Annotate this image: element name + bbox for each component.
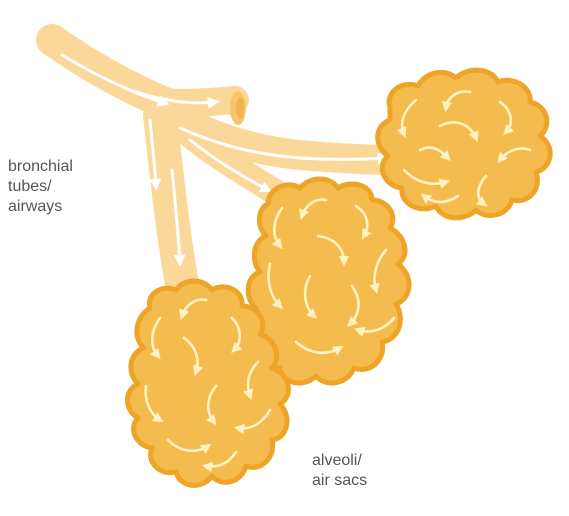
alveoli-cluster-top-right [378, 70, 550, 218]
bronchial-tubes-label-line-3: airways [8, 197, 73, 217]
tube-opening-inner [236, 97, 244, 119]
bronchial-tubes-label: bronchial tubes/ airways [8, 157, 73, 217]
alveoli-label-line-2: air sacs [312, 471, 367, 491]
alveoli-label: alveoli/ air sacs [312, 451, 367, 491]
bronchial-tubes-label-line-2: tubes/ [8, 177, 73, 197]
bronchial-tubes-label-line-1: bronchial [8, 157, 73, 177]
alveoli-label-line-1: alveoli/ [312, 451, 367, 471]
